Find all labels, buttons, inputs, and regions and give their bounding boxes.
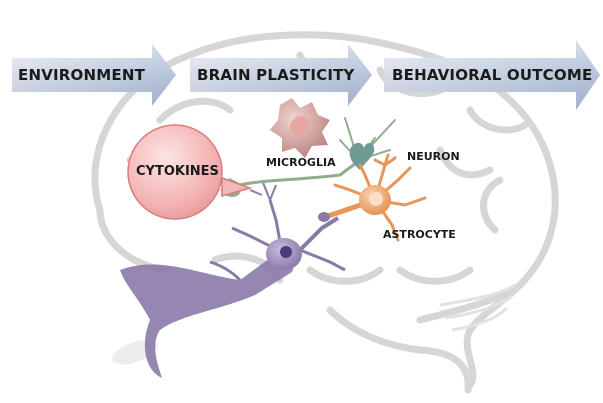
brain-plasticity-label: BRAIN PLASTICITY [197, 66, 355, 84]
behavioral-outcome-label: BEHAVIORAL OUTCOME [392, 66, 592, 84]
astrocyte-nucleus [369, 192, 383, 206]
cytokines-label: CYTOKINES [136, 164, 219, 179]
environment-label: ENVIRONMENT [18, 66, 145, 84]
astrocyte-label: ASTROCYTE [383, 228, 456, 241]
microglia-label: MICROGLIA [266, 156, 336, 169]
neuron-label: NEURON [407, 150, 460, 163]
microglia-cell [270, 98, 330, 158]
synapse-terminal [318, 212, 330, 222]
